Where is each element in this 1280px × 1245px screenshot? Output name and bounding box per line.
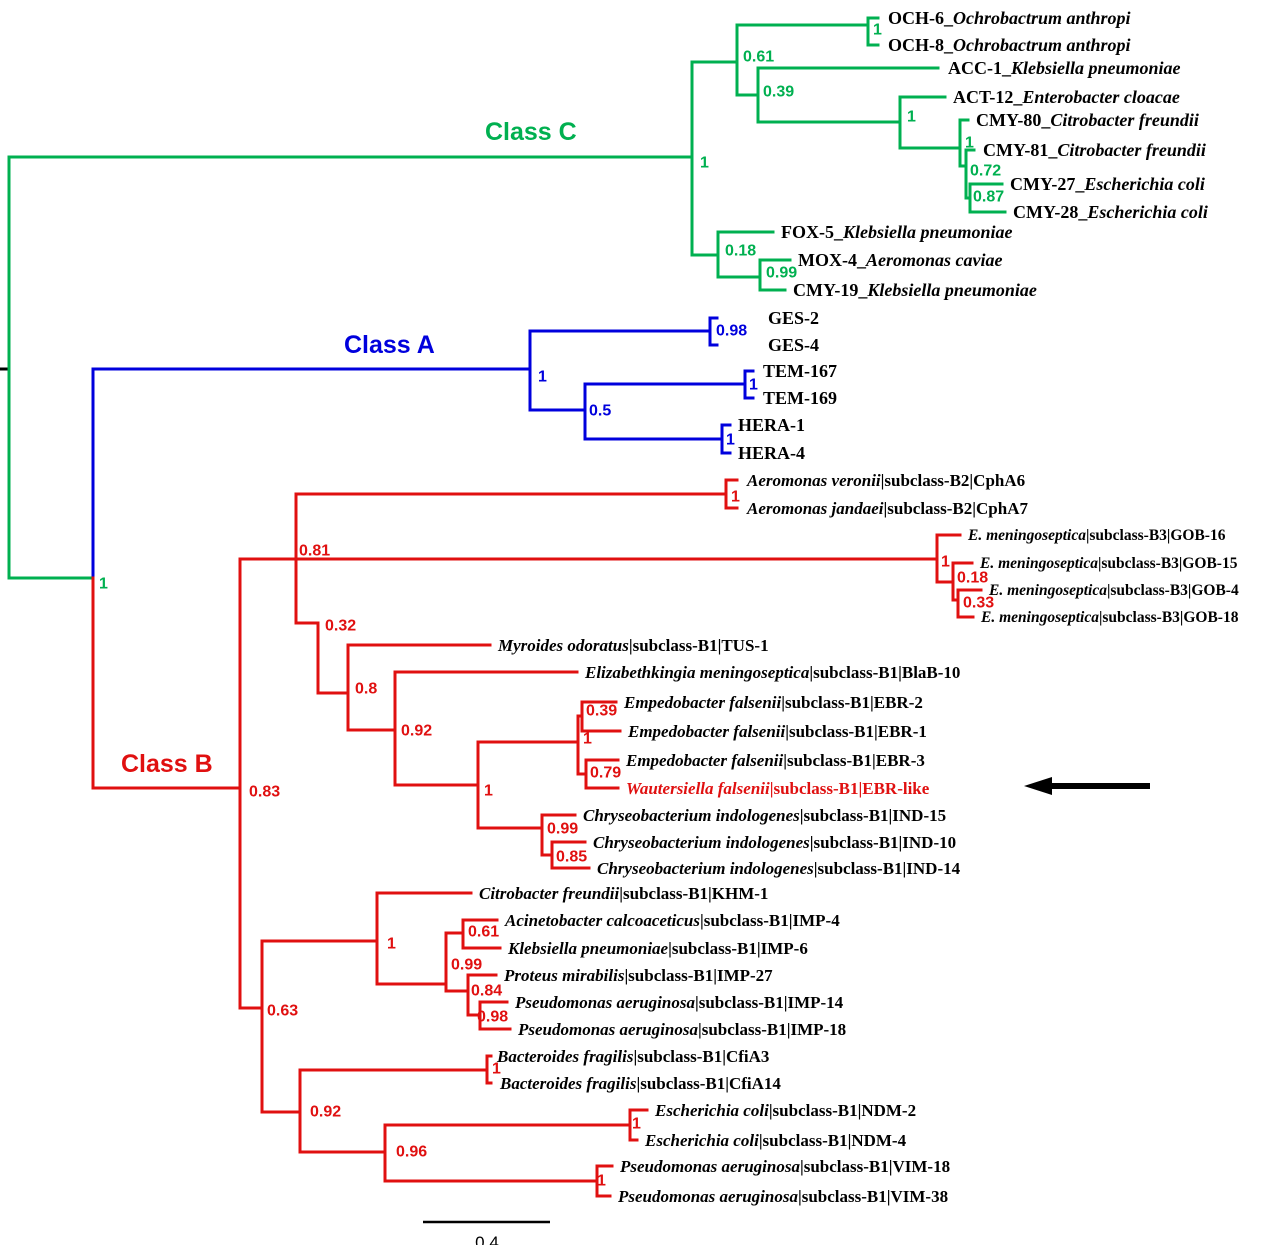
tip-label: Proteus mirabilis|subclass-B1|IMP-27 [503,966,773,985]
support-value: 1 [941,554,950,571]
support-value: 1 [632,1116,641,1133]
support-value: 0.81 [299,543,330,560]
support-value: 0.61 [743,49,774,66]
support-value: 0.61 [468,924,499,941]
tip-label: Citrobacter freundii|subclass-B1|KHM-1 [479,884,768,903]
tip-label: Myroides odoratus|subclass-B1|TUS-1 [497,636,769,655]
tip-label: CMY-80_Citrobacter freundii [976,110,1199,130]
support-value: 0.18 [725,243,756,260]
support-value: 0.98 [477,1009,508,1026]
highlight-arrow-shaft [1050,783,1150,789]
support-value: 0.84 [471,983,502,1000]
support-value: 0.99 [451,957,482,974]
support-value: 0.72 [970,163,1001,180]
support-value: 0.83 [249,784,280,801]
support-value: 0.63 [267,1003,298,1020]
tip-label: MOX-4_Aeromonas caviae [798,250,1002,270]
tip-label: FOX-5_Klebsiella pneumoniae [781,222,1013,242]
tip-label: TEM-169 [763,388,837,408]
tip-label: Pseudomonas aeruginosa|subclass-B1|IMP-1… [514,993,844,1012]
tip-label: Chryseobacterium indologenes|subclass-B1… [597,859,961,878]
support-value: 0.39 [763,84,794,101]
tip-label: Chryseobacterium indologenes|subclass-B1… [583,806,946,825]
tip-label: TEM-167 [763,361,837,381]
support-value: 1 [387,936,396,953]
support-value: 0.85 [556,849,587,866]
support-value: 0.87 [973,189,1004,206]
support-value: 1 [597,1173,606,1190]
tip-label: E. meningoseptica|subclass-B3|GOB-18 [980,609,1239,626]
tip-label: CMY-28_Escherichia coli [1013,202,1208,222]
tip-label: Bacteroides fragilis|subclass-B1|CfiA3 [496,1047,769,1066]
tip-label: HERA-1 [738,415,805,435]
support-value: 0.99 [766,265,797,282]
tip-label: Pseudomonas aeruginosa|subclass-B1|IMP-1… [517,1020,846,1039]
tip-label: E. meningoseptica|subclass-B3|GOB-4 [988,582,1239,599]
tip-label: E. meningoseptica|subclass-B3|GOB-15 [979,555,1238,572]
support-value: 0.39 [586,703,617,720]
support-value: 0.8 [355,681,377,698]
support-value: 0.5 [589,403,611,420]
tip-label: GES-4 [768,335,819,355]
support-value: 0.92 [310,1104,341,1121]
tip-label: CMY-81_Citrobacter freundii [983,140,1206,160]
support-value: 0.33 [963,595,994,612]
tip-label: Elizabethkingia meningoseptica|subclass-… [584,663,960,682]
support-value: 0.18 [957,570,988,587]
support-value: 1 [700,155,709,172]
support-value: 1 [492,1061,501,1078]
tip-label: Klebsiella pneumoniae|subclass-B1|IMP-6 [507,939,808,958]
tip-label: Escherichia coli|subclass-B1|NDM-4 [644,1131,907,1150]
highlight-arrow-icon [1024,777,1052,795]
tip-label: Aeromonas veronii|subclass-B2|CphA6 [746,471,1025,490]
support-value: 1 [726,432,735,449]
tip-label: ACC-1_Klebsiella pneumoniae [948,58,1181,78]
tip-label: Acinetobacter calcoaceticus|subclass-B1|… [504,911,840,930]
support-value: 0.96 [396,1144,427,1161]
support-value: 0.79 [590,765,621,782]
tip-label: Bacteroides fragilis|subclass-B1|CfiA14 [499,1074,781,1093]
tip-label: HERA-4 [738,443,805,463]
support-value: 0.99 [547,821,578,838]
tip-label: Pseudomonas aeruginosa|subclass-B1|VIM-3… [617,1187,948,1206]
support-value: 1 [749,377,758,394]
tip-label: Wautersiella falsenii|subclass-B1|EBR-li… [626,779,930,798]
tip-label: OCH-8_Ochrobactrum anthropi [888,35,1131,55]
support-value: 1 [99,576,108,593]
tip-label: Chryseobacterium indologenes|subclass-B1… [593,833,956,852]
tip-label: Empedobacter falsenii|subclass-B1|EBR-1 [627,722,927,741]
support-value: 1 [965,135,974,152]
support-value: 1 [907,109,916,126]
class-label: Class A [344,331,435,359]
support-value: 1 [583,731,592,748]
tip-label: ACT-12_Enterobacter cloacae [953,87,1180,107]
support-value: 1 [731,489,740,506]
tip-label: Escherichia coli|subclass-B1|NDM-2 [654,1101,916,1120]
tip-label: GES-2 [768,308,819,328]
class-label: Class C [485,118,577,146]
tip-label: Pseudomonas aeruginosa|subclass-B1|VIM-1… [619,1157,950,1176]
tip-label: Empedobacter falsenii|subclass-B1|EBR-3 [625,751,925,770]
tip-label: OCH-6_Ochrobactrum anthropi [888,8,1131,28]
tip-label: Empedobacter falsenii|subclass-B1|EBR-2 [623,693,923,712]
support-value: 0.32 [325,618,356,635]
support-value: 0.98 [716,323,747,340]
support-value: 1 [538,369,547,386]
tip-label: CMY-19_Klebsiella pneumoniae [793,280,1037,300]
support-value: 0.92 [401,723,432,740]
tip-label: Aeromonas jandaei|subclass-B2|CphA7 [746,499,1028,518]
tip-label: E. meningoseptica|subclass-B3|GOB-16 [967,527,1226,544]
class-label: Class B [121,750,213,778]
scale-bar-label: 0.4 [475,1233,499,1245]
support-value: 1 [873,22,882,39]
tip-label: CMY-27_Escherichia coli [1010,174,1205,194]
support-value: 1 [484,783,493,800]
